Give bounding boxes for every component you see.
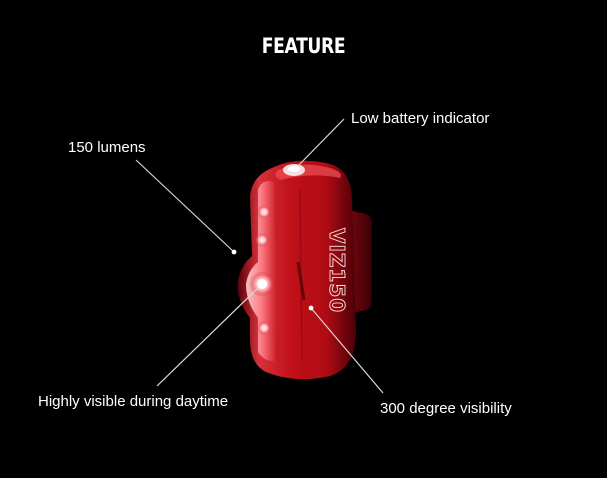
callout-daytime: Highly visible during daytime [38,393,229,410]
led-3 [257,321,271,335]
leader-lumens [135,159,235,253]
callout-visibility: 300 degree visibility [380,400,512,417]
callout-lumens: 150 lumens [68,139,146,156]
leader-lines [135,118,384,394]
led-2 [255,233,269,247]
leader-daytime [156,285,261,387]
led-1 [257,205,271,219]
page-title: FEATURE [261,34,346,58]
leader-dots [231,165,314,311]
callout-low-battery: Low battery indicator [351,110,490,127]
leader-visibility [310,307,384,394]
brand-mark: VIZ150 [325,228,349,313]
leader-battery [295,118,345,169]
